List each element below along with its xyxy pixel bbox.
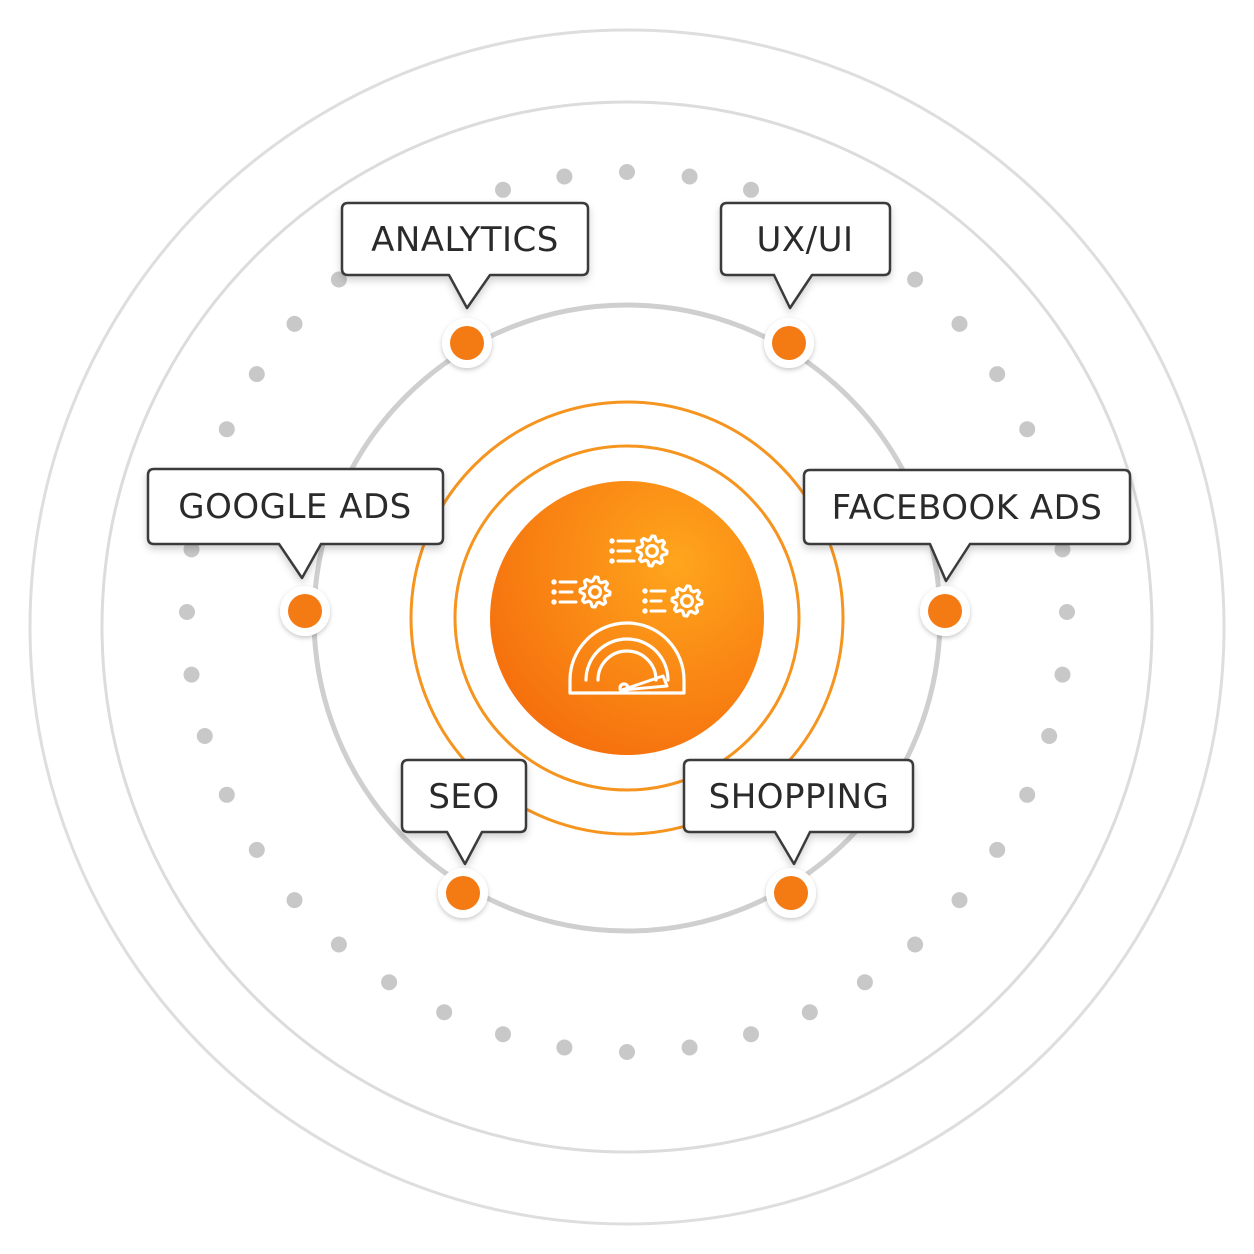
ring-dot bbox=[681, 1039, 698, 1056]
ring-dot bbox=[286, 315, 303, 332]
callout-shopping bbox=[682, 758, 915, 866]
ring-dot bbox=[495, 1026, 511, 1043]
ring-dot bbox=[801, 1004, 818, 1021]
gear-icon bbox=[670, 584, 704, 618]
ring-dot bbox=[556, 168, 573, 185]
node-analytics: ANALYTICS bbox=[340, 201, 590, 368]
ring-dot bbox=[743, 181, 759, 198]
label-analytics: ANALYTICS bbox=[371, 220, 559, 260]
ring-dot bbox=[743, 1026, 759, 1043]
label-seo: SEO bbox=[428, 777, 499, 817]
ring-dot bbox=[436, 1004, 453, 1021]
ring-dot bbox=[218, 786, 235, 803]
ring-dot bbox=[1054, 666, 1071, 683]
label-facebook-ads: FACEBOOK ADS bbox=[832, 488, 1103, 528]
ring-dot bbox=[218, 421, 235, 438]
ring-dot bbox=[619, 164, 635, 180]
node-shopping: SHOPPING bbox=[682, 758, 915, 918]
ring-dot bbox=[989, 366, 1006, 383]
speed-lines-icon bbox=[551, 538, 667, 614]
ring-dot bbox=[907, 271, 924, 288]
second-ring bbox=[100, 100, 1154, 1154]
ring-dot bbox=[248, 841, 265, 858]
ring-dot bbox=[1041, 728, 1058, 744]
ring-dot bbox=[183, 541, 200, 558]
ring-dot bbox=[856, 974, 873, 991]
callout-google-ads bbox=[146, 467, 445, 580]
label-google-ads: GOOGLE ADS bbox=[178, 487, 411, 527]
ring-dot bbox=[381, 974, 398, 991]
ring-dot bbox=[330, 936, 347, 953]
ring-dot bbox=[495, 181, 511, 198]
ring-dot bbox=[989, 841, 1006, 858]
ring-dot bbox=[1019, 421, 1036, 438]
label-ux-ui: UX/UI bbox=[756, 220, 853, 260]
ring-dot bbox=[556, 1039, 573, 1056]
ring-dot bbox=[619, 1044, 635, 1060]
ring-dot bbox=[907, 936, 924, 953]
ring-dot bbox=[179, 604, 195, 620]
orange-ring-inner bbox=[453, 444, 801, 792]
callout-seo bbox=[400, 758, 528, 866]
center-disc bbox=[490, 481, 764, 755]
orange-ring-outer bbox=[409, 400, 845, 836]
ring-dot bbox=[951, 892, 968, 909]
ring-dot bbox=[183, 666, 200, 683]
ring-dot bbox=[248, 366, 265, 383]
ring-dot bbox=[196, 728, 213, 744]
ring-dot bbox=[1054, 541, 1071, 558]
label-shopping: SHOPPING bbox=[709, 777, 890, 817]
callout-facebook-ads bbox=[802, 468, 1132, 583]
callout-analytics bbox=[340, 201, 590, 310]
node-facebook-ads: FACEBOOK ADS bbox=[802, 468, 1132, 636]
node-ux-ui: UX/UI bbox=[719, 201, 892, 368]
ring-dot bbox=[681, 168, 698, 185]
callout-ux-ui bbox=[719, 201, 892, 310]
gear-icon bbox=[635, 534, 669, 568]
gear-icon bbox=[578, 575, 612, 609]
outer-ring bbox=[28, 28, 1226, 1226]
dotted-ring bbox=[179, 164, 1075, 1060]
ring-dot bbox=[330, 271, 347, 288]
ring-dot bbox=[1059, 604, 1075, 620]
speedometer-gears-icon bbox=[551, 534, 704, 695]
ring-dot bbox=[286, 892, 303, 909]
ring-dot bbox=[951, 315, 968, 332]
node-seo: SEO bbox=[400, 758, 528, 918]
node-google-ads: GOOGLE ADS bbox=[146, 467, 445, 636]
ring-dot bbox=[1019, 786, 1036, 803]
